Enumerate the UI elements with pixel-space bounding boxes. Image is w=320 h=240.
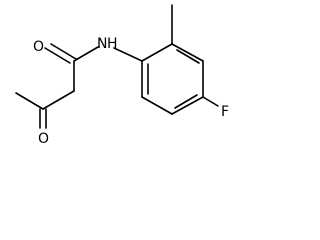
ch2-ketone-bond <box>42 90 75 110</box>
ring-bond-5 <box>141 96 173 115</box>
ring-inner-bond-3 <box>174 94 198 109</box>
ring-inner-bond-2 <box>176 49 200 64</box>
amide-nitrogen-label: N <box>97 36 107 52</box>
bond-set <box>15 4 219 129</box>
ketone-methyl-bond <box>15 92 44 110</box>
amide-carbonyl-bond-1 <box>44 47 71 64</box>
ring-bond-1 <box>141 43 173 62</box>
amide-oxygen-label: O <box>33 39 44 55</box>
c-f-bond <box>202 96 219 107</box>
amide-carbonyl-bond-2 <box>50 43 77 60</box>
ketone-oxygen-label: O <box>38 131 49 147</box>
ring-bond-2 <box>171 43 204 62</box>
amide-hydrogen-label: H <box>107 36 118 52</box>
ring-bond-4 <box>171 96 204 115</box>
atom-label-set: O N H O F <box>33 36 229 147</box>
n-aryl-bond <box>113 47 143 62</box>
molecule-structure: O N H O F <box>15 4 229 147</box>
amide-c-n-bond <box>73 46 99 62</box>
fluorine-label: F <box>221 104 229 120</box>
